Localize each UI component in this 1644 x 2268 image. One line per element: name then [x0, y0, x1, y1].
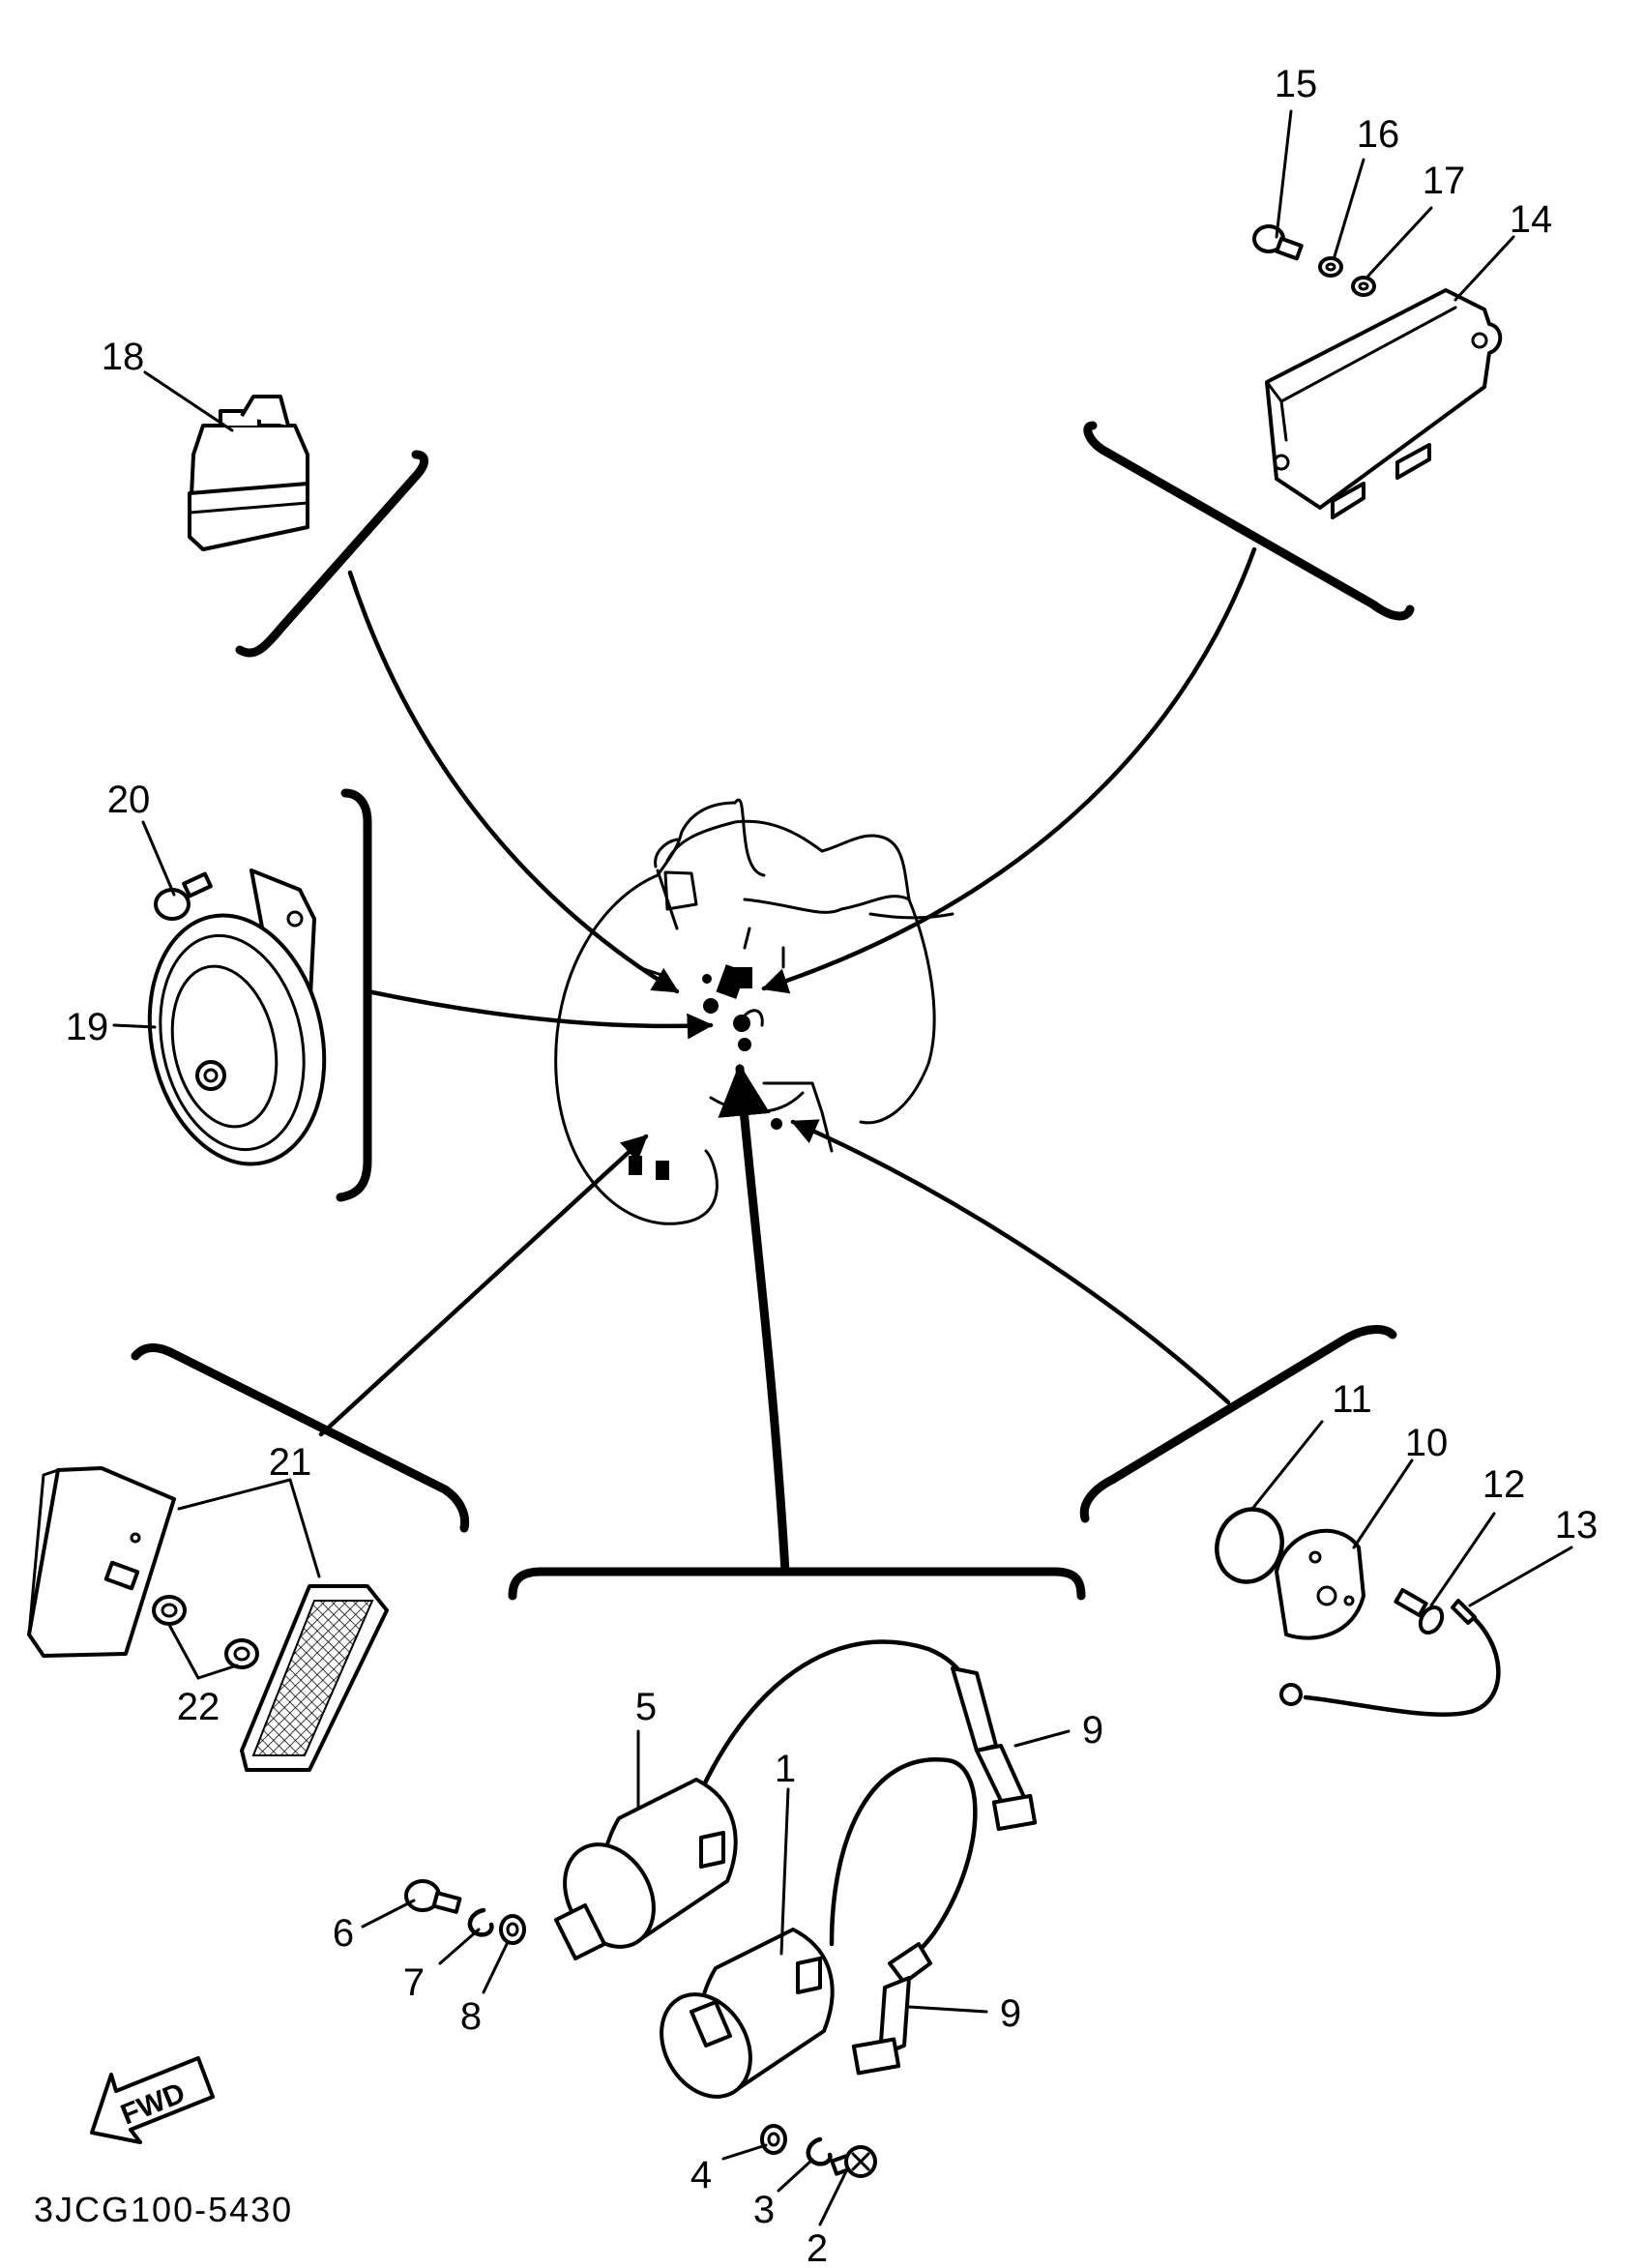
arrow-1-9-stem: [718, 1063, 790, 1576]
horn-part-19: [147, 869, 327, 1166]
bracket-14: [1083, 421, 1415, 621]
callout-18: 18: [102, 336, 145, 378]
spring-washer-part-3: [806, 2136, 833, 2166]
callout-6: 6: [333, 1912, 354, 1955]
bracket-1-9: [508, 1567, 1086, 1601]
callout-5: 5: [635, 1686, 657, 1728]
callout-9-lower: 9: [1000, 1992, 1021, 2035]
callout-2: 2: [807, 2227, 828, 2268]
pickup-coil-part-10: [1275, 1528, 1365, 1640]
o-ring-part-11: [1215, 1507, 1284, 1584]
motorcycle-outline: [554, 798, 954, 1225]
screw-part-12: [1394, 1587, 1445, 1635]
callout-10: 10: [1405, 1422, 1449, 1464]
screw-part-2: [830, 2145, 877, 2178]
ignition-coil-part-5: [554, 1639, 1038, 1960]
washer-part-8: [499, 1914, 526, 1945]
bolt-part-6: [404, 1879, 462, 1914]
callout-12: 12: [1483, 1463, 1526, 1506]
bolt-part-20: [154, 871, 213, 921]
figure-code: 3JCG100-5430: [34, 2190, 293, 2229]
callout-16: 16: [1357, 113, 1400, 156]
nut-part-22: [152, 1595, 259, 1669]
bracket-21: [131, 1343, 470, 1533]
bracket-10-13: [1079, 1325, 1397, 1523]
callout-4: 4: [690, 2154, 712, 2196]
relay-part-18: [188, 395, 309, 551]
washer-part-16: [1318, 256, 1343, 278]
reflector-right-part-21: [240, 1584, 389, 1772]
callout-1: 1: [775, 1748, 796, 1790]
arrow-14: [761, 546, 1257, 994]
washer-part-4: [760, 2124, 787, 2155]
callout-8: 8: [460, 1995, 482, 2038]
bolt-part-15: [1252, 224, 1304, 261]
callout-17: 17: [1423, 160, 1466, 202]
callout-21: 21: [269, 1441, 312, 1484]
callout-9-upper: 9: [1082, 1709, 1103, 1752]
callout-15: 15: [1275, 63, 1318, 105]
bracket-18: [235, 450, 428, 658]
callout-13: 13: [1555, 1504, 1599, 1546]
arrow-18: [347, 570, 680, 994]
callout-11: 11: [1332, 1378, 1372, 1421]
callout-7: 7: [403, 1961, 425, 2004]
arrow-21: [318, 1134, 649, 1437]
fwd-arrow-icon: FWD: [90, 2056, 215, 2144]
washer-part-17: [1351, 276, 1376, 297]
connector-lines: [131, 421, 1415, 1601]
lead-wire-part-13: [1279, 1599, 1501, 1717]
reflector-left-part-21: [27, 1466, 176, 1658]
arrow-10-13: [790, 1119, 1231, 1405]
callout-22: 22: [177, 1686, 220, 1728]
callout-19: 19: [66, 1006, 109, 1048]
cdi-unit-part-14: [1265, 288, 1503, 519]
callout-3: 3: [753, 2189, 775, 2231]
leader-lines: [112, 109, 1573, 2226]
callout-14: 14: [1510, 198, 1553, 241]
callout-20: 20: [107, 779, 151, 821]
ignition-coil-part-1: [660, 1756, 978, 2099]
arrow-19: [365, 988, 714, 1040]
spring-washer-part-7: [467, 1907, 494, 1937]
callout-numbers: 1 2 3 4 5 6 7 8 9 9 10 11 12 13 14 15 16…: [66, 63, 1599, 2268]
bracket-19: [336, 788, 372, 1202]
